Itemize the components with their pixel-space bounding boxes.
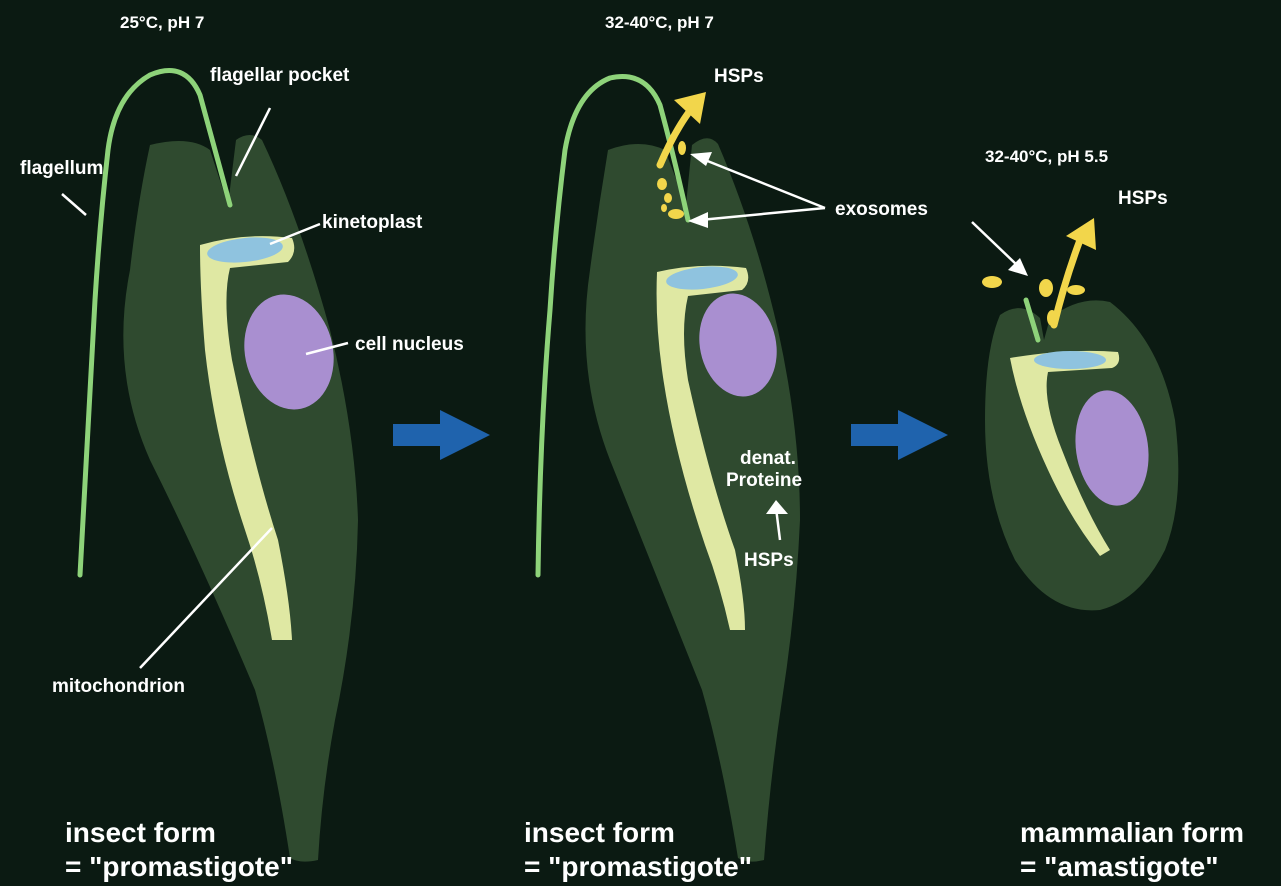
hsps-inner-label: HSPs <box>744 550 794 571</box>
kinetoplast-label: kinetoplast <box>322 212 423 233</box>
transition-arrow-icon <box>851 410 948 460</box>
kinetoplast <box>1034 351 1106 369</box>
exosome <box>664 193 672 203</box>
pointer-line <box>62 194 86 215</box>
form-name-label: insect form <box>65 817 216 848</box>
form-alias-label: = "amastigote" <box>1020 851 1219 882</box>
exosome <box>678 141 686 155</box>
condition-label: 32-40°C, pH 7 <box>605 13 714 32</box>
form-alias-label: = "promastigote" <box>524 851 752 882</box>
exosome <box>982 276 1002 288</box>
promastigote-stage-1: 25°C, pH 7 flagellar pocket flagellum ki… <box>20 13 464 882</box>
hsps-label: HSPs <box>1118 188 1168 209</box>
exosome <box>657 178 667 190</box>
pointer-line <box>972 222 1018 266</box>
proteins-label: Proteine <box>726 470 802 491</box>
amastigote-stage-3: 32-40°C, pH 5.5 HSPs mammalian form = "a… <box>972 147 1244 882</box>
mitochondrion-label: mitochondrion <box>52 676 185 697</box>
exosome <box>661 204 667 212</box>
exosome <box>1067 285 1085 295</box>
form-name-label: insect form <box>524 817 675 848</box>
hsps-label: HSPs <box>714 66 764 87</box>
promastigote-stage-2: 32-40°C, pH 7 HSPs exosomes denat. Prote… <box>524 13 928 882</box>
condition-label: 32-40°C, pH 5.5 <box>985 147 1108 166</box>
denatured-label: denat. <box>740 448 796 469</box>
flagellum-label: flagellum <box>20 158 103 179</box>
exosome <box>1039 279 1053 297</box>
hsp-arrowhead-icon <box>674 92 706 124</box>
exosome <box>1047 310 1057 326</box>
exosome <box>668 209 684 219</box>
flagellar-pocket-label: flagellar pocket <box>210 65 350 86</box>
cell-nucleus-label: cell nucleus <box>355 334 464 355</box>
exosomes-label: exosomes <box>835 199 928 220</box>
condition-label: 25°C, pH 7 <box>120 13 204 32</box>
transition-arrow-icon <box>393 410 490 460</box>
form-alias-label: = "promastigote" <box>65 851 293 882</box>
form-name-label: mammalian form <box>1020 817 1244 848</box>
